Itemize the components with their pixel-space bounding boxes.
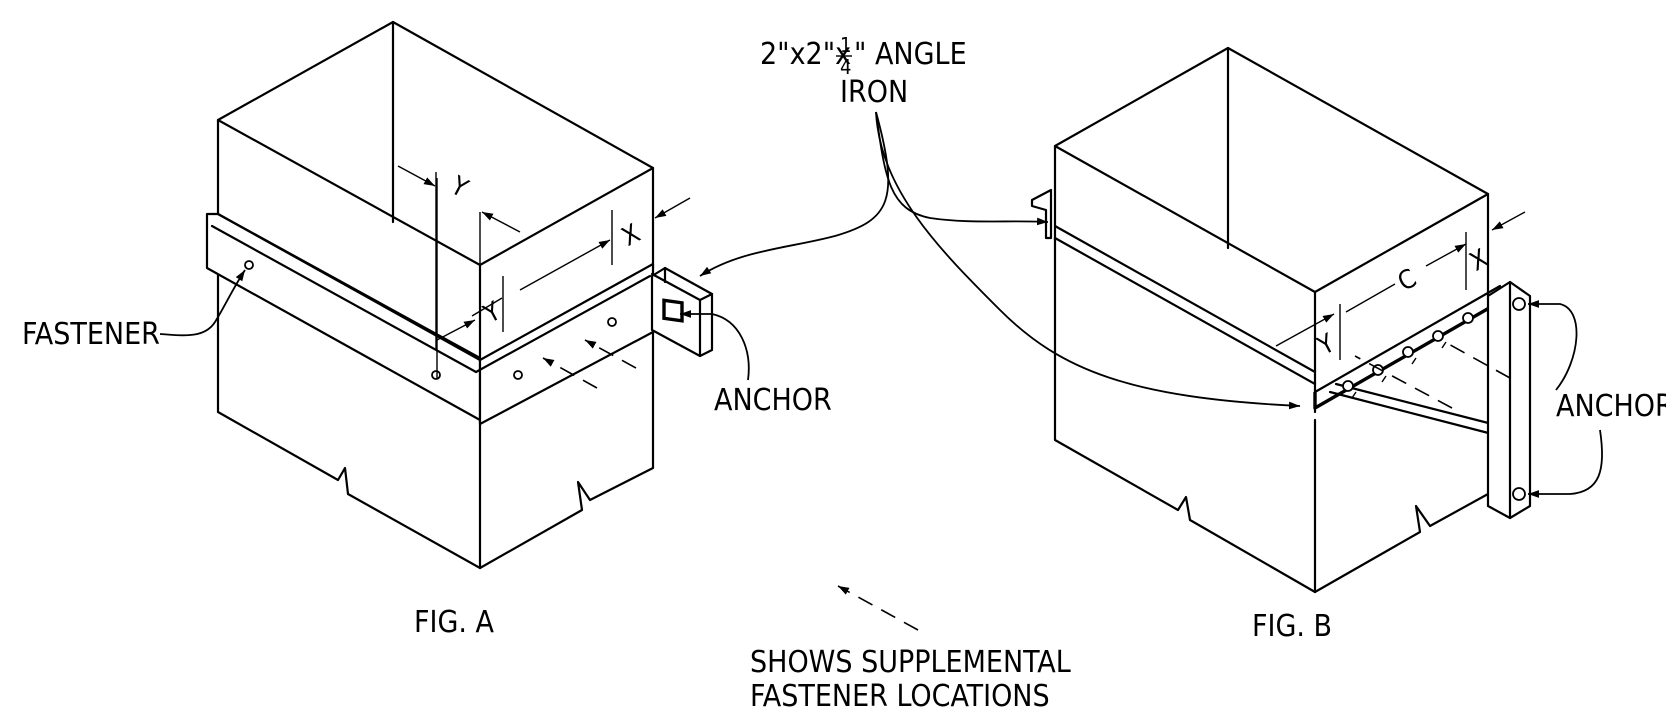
- fastener-dot: [513, 370, 523, 380]
- fastener-dot: [431, 370, 441, 380]
- fastener-label: FASTENER: [22, 317, 160, 352]
- svg-text:" ANGLE: " ANGLE: [854, 37, 967, 72]
- fastener-leader: [159, 269, 246, 337]
- fastener-dot: [244, 260, 254, 270]
- angle-iron-leader-a: [699, 111, 890, 277]
- legend-line-2: FASTENER LOCATIONS: [750, 679, 1050, 714]
- fig-b-caption: FIG. B: [1252, 609, 1332, 644]
- fastener-dot: [607, 317, 617, 327]
- anchor-hole: [1512, 297, 1526, 311]
- anchor-b-label: ANCHOR: [1556, 389, 1666, 424]
- fig-a-supplemental-arrow: [542, 357, 598, 389]
- dim-y-label: Y: [445, 171, 473, 205]
- anchor-b-leader-bottom: [1528, 429, 1603, 498]
- fig-a-supplemental-arrow: [584, 339, 637, 369]
- angle-iron-label-line2: IRON: [840, 75, 908, 110]
- angle-iron-leader-b-bottom: [875, 111, 1301, 410]
- legend-dashed-arrow: [837, 585, 919, 631]
- anchor-hole: [1512, 487, 1526, 501]
- leader-lines: [159, 111, 1603, 631]
- fig-b-brace: [1328, 382, 1502, 438]
- fig-a-anchor-square: [662, 298, 684, 323]
- figure-a: Y Y X: [205, 20, 714, 570]
- angle-iron-label: 2"x2"x 1 4 " ANGLE IRON: [760, 33, 967, 110]
- fig-b-angle-iron: [1053, 236, 1317, 386]
- dim-y-label-lower: Y: [478, 296, 506, 330]
- fig-b-box-top: [1053, 46, 1490, 294]
- anchor-a-leader: [680, 310, 750, 381]
- dim-c-label: C: [1393, 264, 1422, 298]
- anchor-a-label: ANCHOR: [714, 383, 832, 418]
- fig-b-top-angle: [1030, 188, 1053, 240]
- fig-a-angle-right-face: [478, 262, 655, 426]
- fig-b-base-outline: [1053, 236, 1490, 594]
- svg-text:1: 1: [840, 33, 851, 57]
- fig-b-supplemental-arrow: [1444, 341, 1511, 379]
- legend-line-1: SHOWS SUPPLEMENTAL: [750, 645, 1071, 680]
- fig-b-fasteners: [1342, 312, 1474, 399]
- fig-a-caption: FIG. A: [414, 605, 495, 640]
- anchor-b-leader-top: [1528, 300, 1578, 391]
- svg-text:4: 4: [840, 55, 851, 79]
- fig-b-supplemental-arrow: [1354, 355, 1453, 409]
- angle-iron-leader-b-top: [875, 111, 1049, 226]
- figure-b: Y C X: [1030, 46, 1532, 594]
- fig-b-angle-right: [1313, 294, 1511, 410]
- svg-text:2"x2"x: 2"x2"x: [760, 37, 851, 72]
- dim-y-label-b: Y: [1312, 328, 1340, 362]
- dim-x-label: X: [617, 219, 645, 253]
